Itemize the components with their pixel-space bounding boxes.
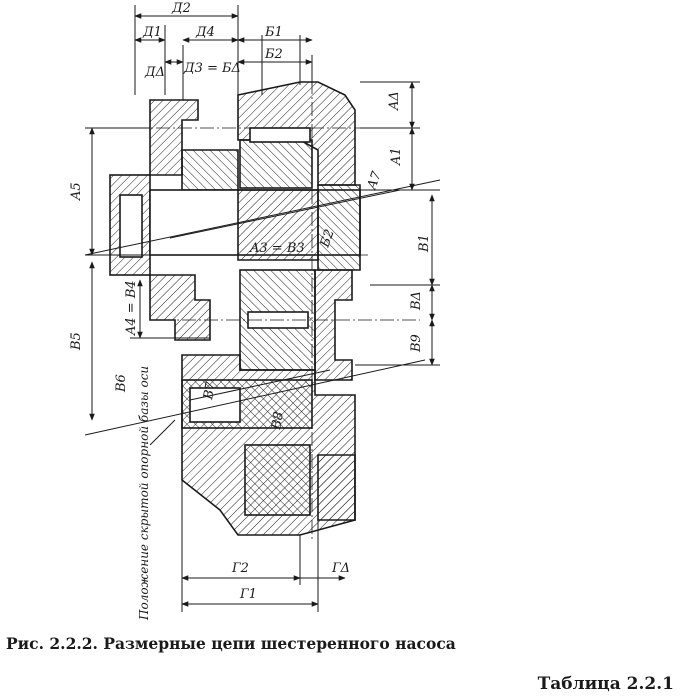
label-vs: B5 [69,332,84,351]
label-a7: A7 [364,169,385,192]
label-b1: Б1 [264,25,283,40]
label-a1: A1 [389,147,404,166]
label-v7: B7 [201,380,219,402]
dimension-lines [84,5,441,612]
table-label: Таблица 2.2.1 [537,674,674,694]
label-d2: Д2 [171,1,191,16]
label-g2: Г2 [231,561,249,576]
pump-dimension-chain-drawing: Д2 Д1 Д4 Б1 ДΔ Д3 = БΔ Б2 AΔ A1 A7 A5 A3… [69,1,441,621]
label-hidden-datum-note: Положение скрытой опорной базы оси [137,366,151,621]
label-a4b4: A4 = B4 [124,280,139,336]
label-v8: B8 [269,411,287,432]
label-dd: ДΔ [144,65,165,80]
label-vd: BΔ [409,291,424,311]
label-d3b: Д3 = БΔ [183,61,241,76]
label-as: A5 [69,182,84,201]
label-v1: B1 [417,234,432,253]
dimension-labels: Д2 Д1 Д4 Б1 ДΔ Д3 = БΔ Б2 AΔ A1 A7 A5 A3… [69,1,432,621]
label-g1: Г1 [239,587,257,602]
figure-caption: Рис. 2.2.2. Размерные цепи шестеренного … [6,634,456,653]
label-ad: AΔ [387,91,402,111]
label-b2: Б2 [264,47,283,62]
label-a3b3: A3 = B3 [249,241,305,256]
label-b2v: Б2 [317,227,338,250]
label-v6: B6 [114,374,129,393]
label-v9: B9 [409,334,424,353]
label-gd: ГΔ [331,561,350,576]
label-d4: Д4 [195,25,215,40]
label-d1: Д1 [142,25,162,40]
